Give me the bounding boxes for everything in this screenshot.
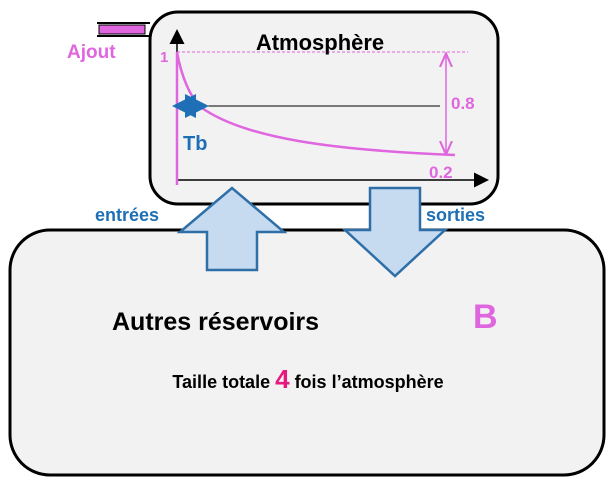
atmosphere-box bbox=[148, 10, 500, 206]
reservoirs-box bbox=[8, 228, 606, 477]
size-prefix: Taille totale bbox=[172, 372, 275, 392]
outflow-arrow bbox=[341, 186, 449, 278]
reservoir-letter: B bbox=[473, 298, 498, 336]
inflow-label: entrées bbox=[95, 205, 159, 225]
decay-chart bbox=[169, 29, 489, 188]
tb-label: Tb bbox=[183, 133, 207, 155]
reservoir-size-text: Taille totale 4 fois l’atmosphère bbox=[172, 364, 443, 394]
end-value-label: 0.2 bbox=[429, 163, 453, 182]
start-value-label: 1 bbox=[160, 49, 168, 66]
decay-curve bbox=[175, 51, 456, 185]
size-suffix: fois l’atmosphère bbox=[290, 372, 444, 392]
input-pipe bbox=[97, 22, 150, 37]
outflow-label: sorties bbox=[426, 205, 485, 225]
reservoirs-title: Autres réservoirs bbox=[112, 308, 319, 336]
size-factor: 4 bbox=[275, 364, 290, 394]
atmosphere-title: Atmosphère bbox=[256, 30, 384, 55]
drop-value-label: 0.8 bbox=[451, 94, 475, 113]
input-label: Ajout bbox=[67, 42, 116, 63]
inflow-arrow bbox=[176, 186, 288, 272]
